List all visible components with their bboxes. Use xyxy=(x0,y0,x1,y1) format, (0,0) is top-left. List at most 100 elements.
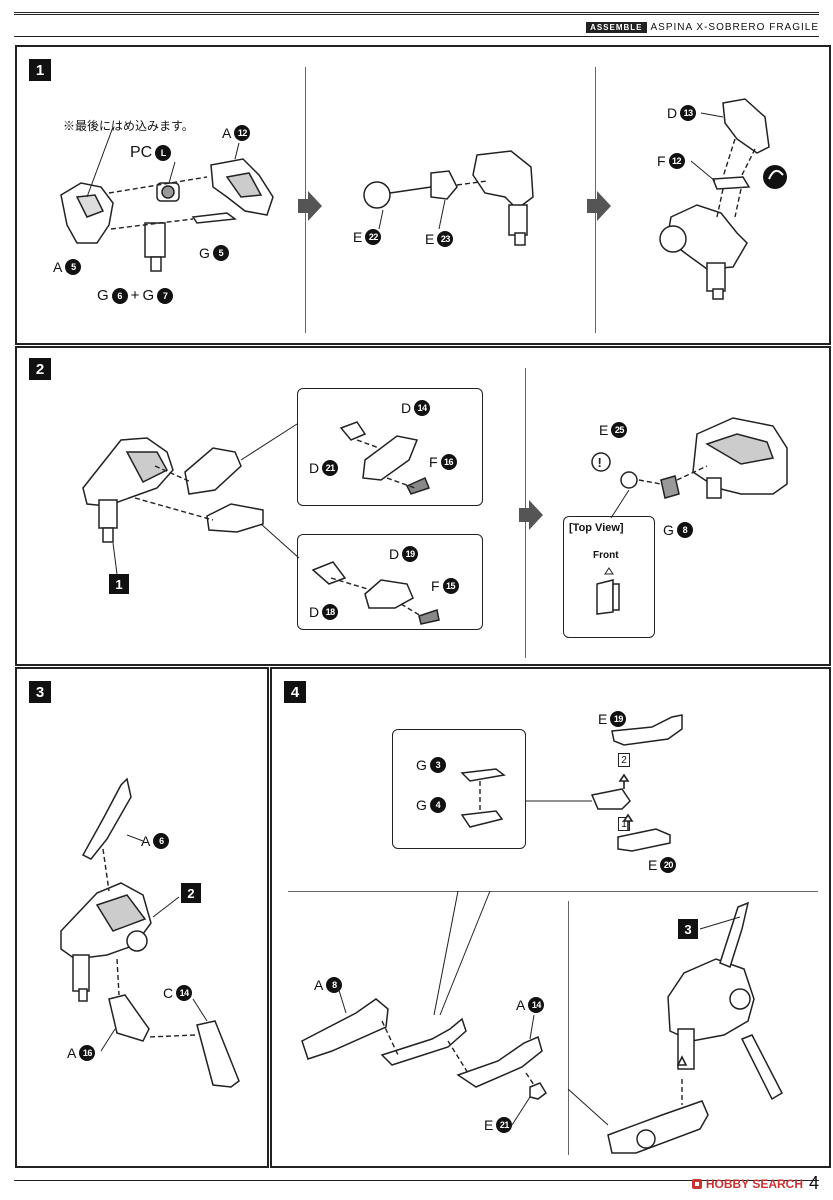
part-letter: E xyxy=(484,1117,494,1133)
runner-number-badge: 4 xyxy=(429,797,446,813)
footer-rule xyxy=(14,1180,819,1181)
runner-number-badge: L xyxy=(155,145,172,161)
runner-number-badge: 18 xyxy=(322,604,339,620)
part-letter: E xyxy=(425,231,435,247)
part-letter: A xyxy=(141,833,151,849)
header-rule-top xyxy=(14,12,819,13)
top-view-box xyxy=(563,516,655,638)
part-lower-shell-shape xyxy=(206,503,264,533)
part-upper-shell-shape xyxy=(184,447,242,495)
watermark-text: HOBBY SEARCH xyxy=(705,1176,803,1191)
runner-number-badge: 6 xyxy=(153,833,170,849)
part-letter: E xyxy=(648,857,658,873)
part-letter: D xyxy=(389,546,400,562)
part-letter: PC xyxy=(130,144,153,161)
part-mid-frame-shape xyxy=(380,1017,467,1066)
part-a14-shape xyxy=(456,1035,543,1088)
part-letter: D xyxy=(309,460,320,476)
runner-number-badge: 22 xyxy=(365,229,382,245)
part-letter: F xyxy=(429,454,438,470)
step-4-hdivider xyxy=(288,891,818,892)
header-rule-top-2 xyxy=(14,14,819,15)
next-arrow-icon xyxy=(519,500,543,530)
runner-number-badge: 21 xyxy=(496,1117,513,1133)
part-g4-shape xyxy=(460,810,504,828)
runner-number-badge: 14 xyxy=(176,985,193,1001)
runner-number-badge: 5 xyxy=(212,245,229,261)
runner-number-badge: 20 xyxy=(660,857,677,873)
runner-number-badge: 23 xyxy=(437,231,454,247)
part-letter: E xyxy=(353,229,363,245)
runner-number-badge: 19 xyxy=(402,546,419,562)
step-1-illustration xyxy=(60,98,787,300)
next-arrow-icon xyxy=(298,191,322,221)
part-letter: F xyxy=(657,153,666,169)
part-f12-shape xyxy=(711,176,751,190)
runner-number-badge: 13 xyxy=(680,105,697,121)
runner-number-badge: 8 xyxy=(676,522,693,538)
part-a6-shape xyxy=(81,777,132,860)
step-3-number: 3 xyxy=(29,681,51,703)
part-d13-shape xyxy=(722,98,770,154)
top-view-title: [Top View] xyxy=(569,522,624,534)
part-letter: G xyxy=(199,245,210,261)
caution-icon xyxy=(591,452,611,472)
part-g-subassembly-shape xyxy=(590,788,631,810)
runner-number-badge: 16 xyxy=(440,454,457,470)
page-footer: HOBBY SEARCH 4 xyxy=(691,1173,819,1194)
next-arrow-icon xyxy=(587,191,611,221)
part-letter: A xyxy=(314,977,324,993)
runner-number-badge: 21 xyxy=(322,460,339,476)
inset-upper-parts xyxy=(297,388,483,506)
part-a8-shape xyxy=(301,998,389,1060)
runner-number-badge: 19 xyxy=(610,711,627,727)
part-g5-shape xyxy=(191,212,237,224)
part-g6-g7-shape xyxy=(144,222,166,258)
order-number: 2 xyxy=(618,753,630,767)
assemble-tag: ASSEMBLE xyxy=(586,21,647,33)
step-3-illustration xyxy=(60,777,240,1088)
part-letter: D xyxy=(309,604,320,620)
part-letter: G xyxy=(97,287,109,304)
part-letter: F xyxy=(431,578,440,594)
part-letter: G xyxy=(416,757,427,773)
part-letter: G xyxy=(142,287,155,304)
svg-text:!: ! xyxy=(598,455,602,470)
inset-g-parts xyxy=(392,729,526,849)
part-letter: C xyxy=(163,985,174,1001)
part-letter: D xyxy=(401,400,412,416)
page-header: ASSEMBLE ASPINA X-SOBRERO FRAGILE xyxy=(586,20,819,34)
order-2-box: 2 xyxy=(618,753,630,767)
part-e19-shape xyxy=(611,714,683,746)
step-4-vdivider xyxy=(568,901,569,1155)
runner-number-badge: 7 xyxy=(157,287,174,304)
ref-step-3-badge: 3 xyxy=(678,919,698,939)
part-letter: A xyxy=(516,997,526,1013)
part-e25-shape xyxy=(620,471,638,489)
front-label: Front xyxy=(593,550,619,561)
runner-number-badge: 6 xyxy=(111,287,128,304)
runner-number-badge: 12 xyxy=(668,153,685,169)
